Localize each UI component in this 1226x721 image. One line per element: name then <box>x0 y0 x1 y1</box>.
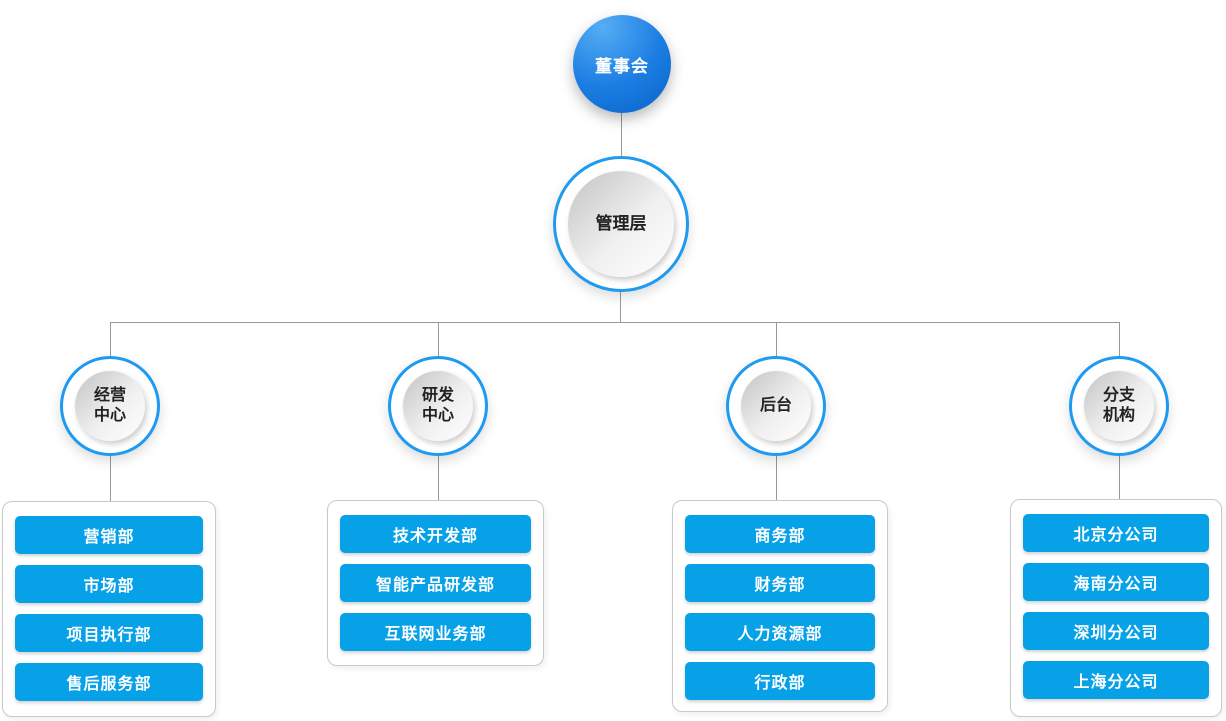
node-branch-subsidiaries-inner: 分支 机构 <box>1084 371 1154 441</box>
node-branch-operations-label: 经营 中心 <box>93 387 126 424</box>
connector-branch-4-box <box>1119 456 1120 499</box>
node-branch-backoffice[interactable]: 后台 <box>726 356 826 456</box>
dept-button[interactable]: 财务部 <box>685 564 875 602</box>
dept-button[interactable]: 市场部 <box>15 565 203 603</box>
dept-button[interactable]: 技术开发部 <box>340 515 531 553</box>
group-box-backoffice: 商务部 财务部 人力资源部 行政部 <box>672 500 888 712</box>
group-box-rnd: 技术开发部 智能产品研发部 互联网业务部 <box>327 500 544 666</box>
dept-button[interactable]: 智能产品研发部 <box>340 564 531 602</box>
connector-bus-branch-1 <box>110 322 111 356</box>
dept-button[interactable]: 营销部 <box>15 516 203 554</box>
node-branch-operations[interactable]: 经营 中心 <box>60 356 160 456</box>
dept-button[interactable]: 海南分公司 <box>1023 563 1209 601</box>
connector-management-bus <box>620 292 621 322</box>
node-management-label: 管理层 <box>595 214 647 234</box>
node-management[interactable]: 管理层 <box>553 156 689 292</box>
node-board-label: 董事会 <box>595 56 649 76</box>
connector-bus-branch-4 <box>1119 322 1120 356</box>
node-branch-rnd-inner: 研发 中心 <box>403 371 473 441</box>
connector-bus-branch-2 <box>438 322 439 356</box>
node-branch-operations-inner: 经营 中心 <box>75 371 145 441</box>
dept-button[interactable]: 深圳分公司 <box>1023 612 1209 650</box>
dept-button[interactable]: 行政部 <box>685 662 875 700</box>
node-branch-rnd-label: 研发 中心 <box>421 387 454 424</box>
dept-button[interactable]: 人力资源部 <box>685 613 875 651</box>
connector-bus <box>110 322 1119 323</box>
connector-board-management <box>621 113 622 156</box>
dept-button[interactable]: 上海分公司 <box>1023 661 1209 699</box>
dept-button[interactable]: 商务部 <box>685 515 875 553</box>
node-branch-backoffice-label: 后台 <box>759 397 792 414</box>
group-box-subsidiaries: 北京分公司 海南分公司 深圳分公司 上海分公司 <box>1010 499 1222 717</box>
node-branch-subsidiaries[interactable]: 分支 机构 <box>1069 356 1169 456</box>
node-branch-backoffice-inner: 后台 <box>741 371 811 441</box>
connector-branch-1-box <box>110 456 111 501</box>
group-box-operations: 营销部 市场部 项目执行部 售后服务部 <box>2 501 216 717</box>
node-branch-subsidiaries-label: 分支 机构 <box>1102 387 1135 424</box>
connector-bus-branch-3 <box>776 322 777 356</box>
dept-button[interactable]: 售后服务部 <box>15 663 203 701</box>
node-board[interactable]: 董事会 <box>573 15 671 113</box>
dept-button[interactable]: 北京分公司 <box>1023 514 1209 552</box>
connector-branch-2-box <box>438 456 439 500</box>
dept-button[interactable]: 互联网业务部 <box>340 613 531 651</box>
connector-branch-3-box <box>776 456 777 500</box>
node-management-inner: 管理层 <box>568 171 674 277</box>
dept-button[interactable]: 项目执行部 <box>15 614 203 652</box>
node-branch-rnd[interactable]: 研发 中心 <box>388 356 488 456</box>
